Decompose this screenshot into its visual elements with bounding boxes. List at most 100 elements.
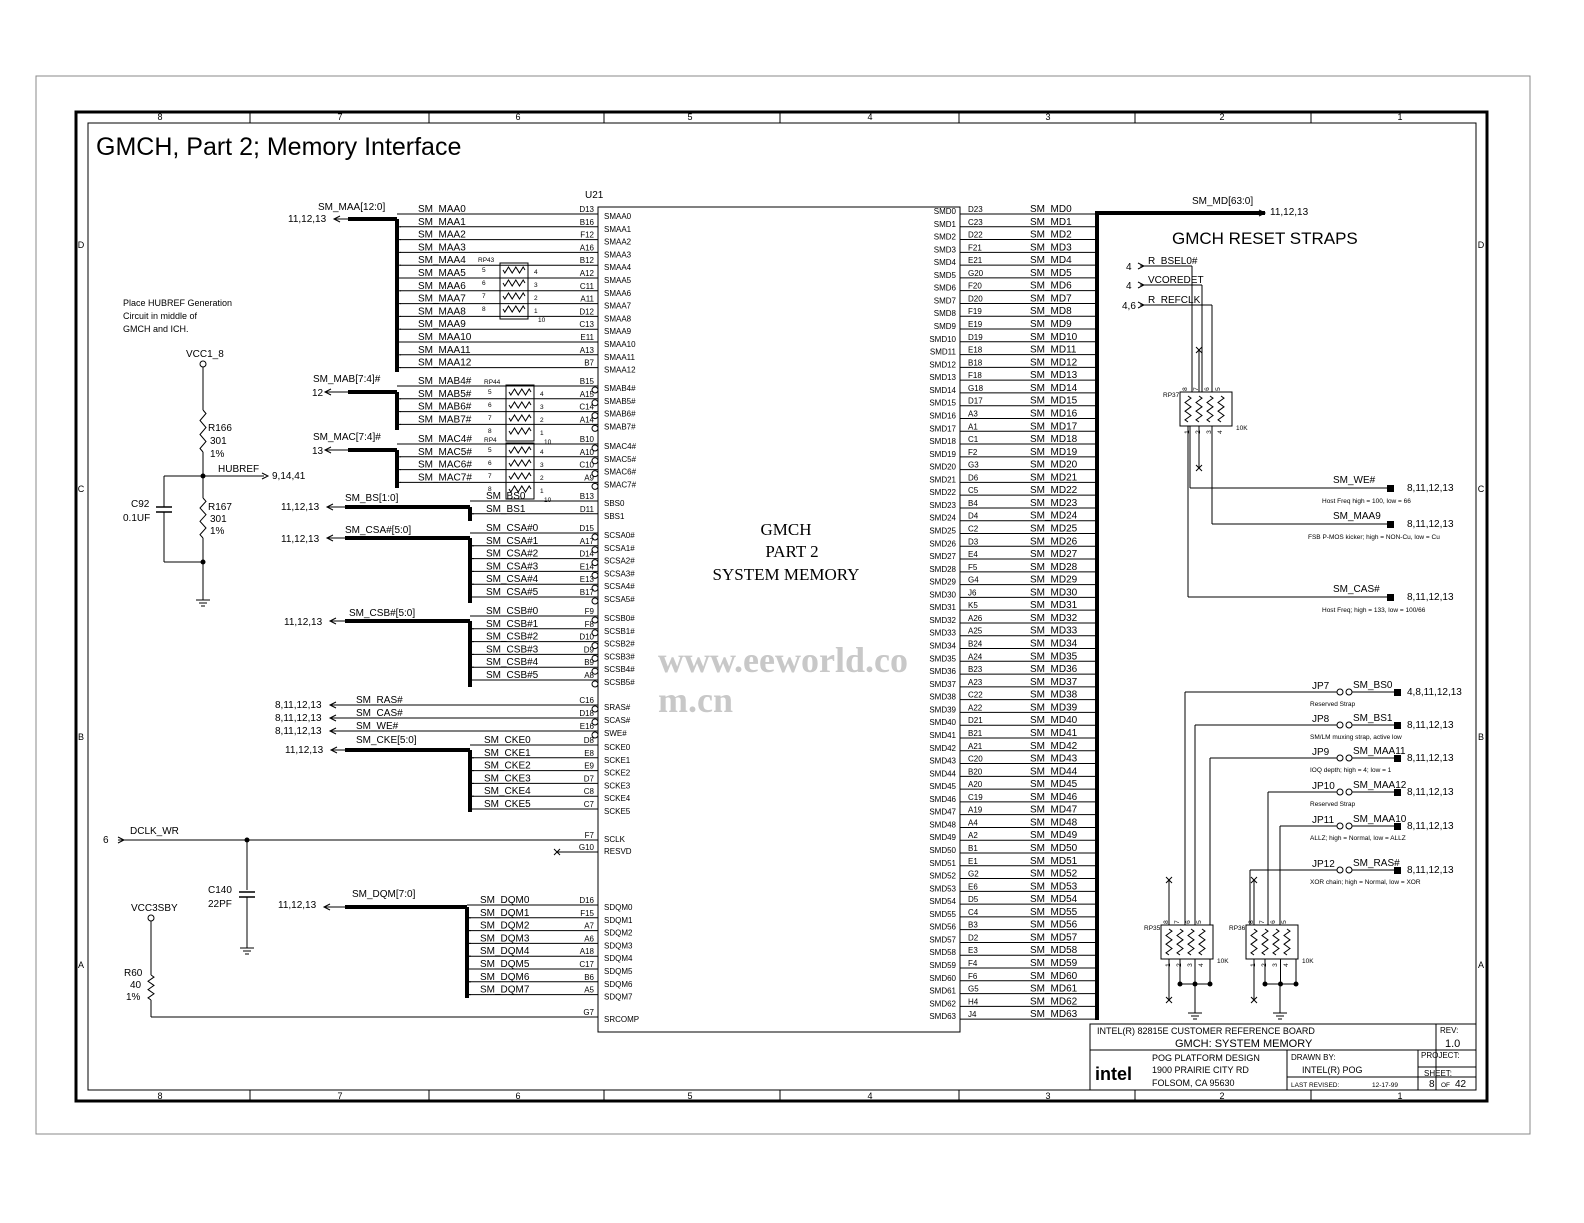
net-label: SM_MAA3 <box>418 242 466 253</box>
offpage-ref: 8,11,12,13 <box>1407 865 1454 876</box>
offpage-ref: 8,11,12,13 <box>1407 720 1454 731</box>
ball-number: A5 <box>584 986 594 995</box>
value-label: 22PF <box>208 899 232 910</box>
net-label: SM_MD59 <box>1030 958 1078 969</box>
rev-value: 1.0 <box>1445 1038 1460 1050</box>
ball-number: A3 <box>968 409 978 418</box>
pin-number: 7 <box>482 293 486 300</box>
pin-number: 5 <box>488 389 492 396</box>
zone-number: 2 <box>1219 112 1224 122</box>
pin-name: SMD55 <box>929 910 956 919</box>
offpage-connector-icon <box>1387 594 1394 601</box>
net-label: SM_MD13 <box>1030 370 1078 381</box>
resistor-element <box>1217 395 1225 423</box>
ball-number: C20 <box>968 755 983 764</box>
ball-number: A13 <box>580 346 595 355</box>
net-label: SM_MAA12 <box>1353 780 1407 791</box>
net-label: SM_DQM4 <box>480 946 530 957</box>
pin-name: SCKE3 <box>604 781 631 790</box>
ball-number: A4 <box>968 818 978 827</box>
offpage-connector-icon <box>1394 823 1401 830</box>
pin-number: 3 <box>1187 963 1194 967</box>
pin-name: SMD14 <box>929 386 956 395</box>
net-label: SM_MD6 <box>1030 281 1072 292</box>
active-low-bubble-icon <box>591 457 599 465</box>
net-label: HUBREF <box>218 464 259 475</box>
zone-number: 7 <box>337 112 342 122</box>
active-low-bubble-icon <box>591 533 599 541</box>
resistor-element <box>508 414 532 422</box>
net-label: SM_MAA8 <box>418 306 466 317</box>
resistor-element <box>508 472 532 480</box>
pin-name: SDQM6 <box>604 980 633 989</box>
pin-name: SMD28 <box>929 565 956 574</box>
bus-label: SM_BS[1:0] <box>345 493 399 504</box>
pin-name: SMD62 <box>929 999 956 1008</box>
arrow-icon <box>328 617 337 625</box>
pin-number: 6 <box>482 280 486 287</box>
net-label: SM_MAA4 <box>418 255 466 266</box>
ball-number: A12 <box>580 269 595 278</box>
ball-number: E21 <box>968 256 983 265</box>
pin-name: SMD58 <box>929 948 956 957</box>
ball-number: A22 <box>968 703 983 712</box>
pin-name: SMD29 <box>929 578 956 587</box>
active-low-bubble-icon <box>591 654 599 662</box>
pin-name: SCAS# <box>604 716 631 725</box>
value-label: 10K <box>1236 425 1248 432</box>
active-low-bubble-icon <box>591 731 599 739</box>
pin-name: SMAA7 <box>604 302 632 311</box>
pin-name: SMD4 <box>934 258 957 267</box>
resistor-element <box>1176 928 1184 956</box>
arrow-icon <box>332 215 341 223</box>
bus-label: SM_MD[63:0] <box>1192 196 1253 207</box>
pin-number: 4 <box>1198 963 1205 967</box>
bus-label: SM_CSA#[5:0] <box>345 525 411 536</box>
resistor-element <box>508 427 532 435</box>
arrow-icon <box>325 534 334 542</box>
pin-name: RESVD <box>604 847 632 856</box>
pin-name: SMAA2 <box>604 238 632 247</box>
pin-name: SMD24 <box>929 514 956 523</box>
offpage-ref: 11,12,13 <box>288 214 327 225</box>
ball-number: A9 <box>584 473 594 482</box>
net-label: SM_MD2 <box>1030 230 1072 241</box>
net-label: SM_DQM6 <box>480 972 530 983</box>
ball-number: G7 <box>583 1008 594 1017</box>
ball-number: D13 <box>579 205 594 214</box>
pin-name: SCSA2# <box>604 557 635 566</box>
ball-number: D16 <box>579 896 594 905</box>
net-label: SM_MD39 <box>1030 702 1078 713</box>
ball-number: B3 <box>968 921 978 930</box>
pin-name: SMD45 <box>929 782 956 791</box>
pin-name: SMAA8 <box>604 314 632 323</box>
net-label: SM_MD21 <box>1030 472 1078 483</box>
net-label: SM_MAB5# <box>418 389 472 400</box>
pin-name: SMD50 <box>929 846 956 855</box>
net-label: VCOREDET <box>1148 275 1204 286</box>
pin-name: SMD48 <box>929 820 956 829</box>
net-label: SM_CKE3 <box>484 773 531 784</box>
net-label: SM_MD46 <box>1030 792 1078 803</box>
net-label: SM_CSB#0 <box>486 606 539 617</box>
net-label: SM_MAA11 <box>1353 746 1406 757</box>
active-low-bubble-icon <box>591 546 599 554</box>
offpage-ref: 8,11,12,13 <box>1407 787 1454 798</box>
ball-number: E14 <box>580 562 595 571</box>
net-label: SM_MAA10 <box>418 332 472 343</box>
net-label: SM_MD57 <box>1030 932 1078 943</box>
resistor-element <box>1184 395 1192 423</box>
strap-note: Reserved Strap <box>1310 801 1356 808</box>
strap-note: ALLZ; high = Normal, low = ALLZ <box>1310 835 1406 842</box>
page-border <box>35 75 1531 1135</box>
ball-number: C13 <box>579 320 594 329</box>
jumper-ref: JP12 <box>1312 859 1335 870</box>
resistor-element <box>1261 928 1269 956</box>
pin-name: SMD37 <box>929 680 956 689</box>
net-label: SM_MD23 <box>1030 498 1078 509</box>
ball-number: F20 <box>968 282 982 291</box>
pin-name: SMAB6# <box>604 410 636 419</box>
pin-number: 7 <box>1193 387 1200 391</box>
pin-name: SCKE4 <box>604 794 631 803</box>
